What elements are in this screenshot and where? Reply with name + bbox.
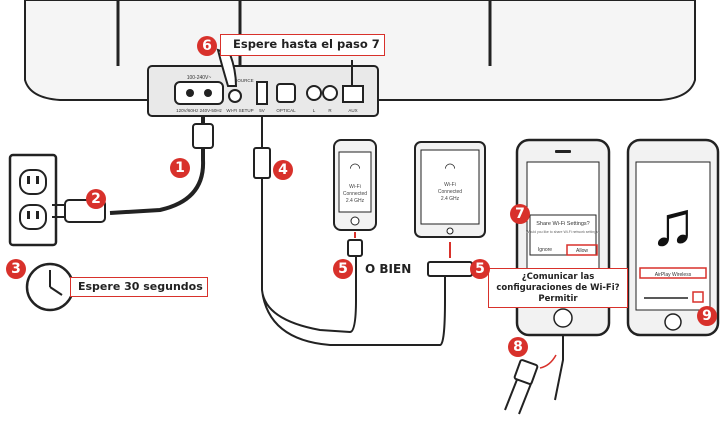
iphone-status-1: Wi-Fi bbox=[349, 184, 361, 190]
optical-port: OPTICAL bbox=[276, 83, 296, 113]
ipad-device: ◠ Wi-Fi Connected 2.4 GHz bbox=[414, 141, 486, 238]
step-badge-6: 6 bbox=[197, 36, 217, 56]
step-badge-7: 7 bbox=[510, 204, 530, 224]
usb-plug-head bbox=[253, 147, 271, 179]
step-badge-5a: 5 bbox=[333, 259, 353, 279]
aux-port-label: AUX bbox=[348, 108, 357, 113]
usb-splitter-cable bbox=[261, 178, 446, 346]
optical-port-label: OPTICAL bbox=[276, 108, 296, 113]
ipad-status-2: Connected bbox=[438, 189, 462, 195]
iphone-music: ♫ AirPlay Wireless bbox=[626, 138, 720, 337]
step-badge-1: 1 bbox=[170, 158, 190, 178]
or-label: O BIEN bbox=[365, 262, 412, 276]
wait-30s-callout: Espere 30 segundos bbox=[70, 277, 208, 297]
setup-button-top-label: SOURCE bbox=[234, 78, 253, 83]
step-badge-4: 4 bbox=[273, 160, 293, 180]
iphone-wifi-icon: ◠ bbox=[349, 160, 360, 175]
ac-cable bbox=[109, 116, 206, 215]
aux-port: AUX bbox=[342, 60, 364, 113]
rca-right-label: R bbox=[328, 108, 332, 113]
iphone-status-3: 2.4 GHz bbox=[346, 198, 365, 204]
usb-port-label: 5V bbox=[259, 108, 265, 113]
dialog-title: Share Wi-Fi Settings? bbox=[536, 221, 590, 227]
setup-button-bottom-label: WI-FI SETUP bbox=[226, 108, 253, 113]
dialog-allow-highlight bbox=[566, 244, 598, 256]
ipad-status-1: Wi-Fi bbox=[444, 182, 456, 188]
wifi-setup-button: SOURCE WI-FI SETUP bbox=[226, 78, 253, 113]
clock-icon bbox=[25, 262, 75, 312]
wait-step7-callout: Espere hasta el paso 7 bbox=[220, 34, 385, 56]
step-badge-3: 3 bbox=[6, 259, 26, 279]
rca-ports: L R bbox=[306, 85, 338, 113]
dialog-ignore: Ignore bbox=[538, 247, 552, 253]
ac-port-top-label: 100-240V~ bbox=[187, 75, 212, 81]
unplug-arrow bbox=[539, 354, 557, 369]
share-wifi-dialog bbox=[529, 214, 597, 256]
dock-connector bbox=[427, 261, 473, 277]
iphone-lightning-cable bbox=[554, 335, 564, 401]
lightning-connector bbox=[347, 239, 363, 257]
iphone-status-2: Connected bbox=[343, 191, 367, 197]
ipad-status-3: 2.4 GHz bbox=[441, 196, 460, 202]
ac-power-port: 100-240V~ 120V/60Hz 240V-50Hz bbox=[174, 75, 224, 113]
rca-left-label: L bbox=[313, 108, 316, 113]
finger-press-icon bbox=[216, 48, 238, 87]
share-settings-callout: ¿Comunicar las configuraciones de Wi-Fi?… bbox=[488, 268, 628, 308]
step-badge-8: 8 bbox=[508, 337, 528, 357]
ac-port-bottom-label: 120V/60Hz 240V-50Hz bbox=[176, 108, 223, 113]
airplay-bar bbox=[639, 267, 707, 279]
step-badge-2: 2 bbox=[86, 189, 106, 209]
ac-plug-head bbox=[192, 123, 214, 149]
ipad-wifi-icon: ◠ bbox=[444, 160, 455, 175]
airplay-label: AirPlay Wireless bbox=[655, 272, 692, 278]
iphone-small: ◠ Wi-Fi Connected 2.4 GHz bbox=[333, 139, 377, 231]
airplay-icon bbox=[692, 291, 704, 303]
step-badge-5b: 5 bbox=[470, 259, 490, 279]
music-note-icon: ♫ bbox=[650, 190, 697, 259]
usb-port: 5V bbox=[256, 81, 268, 113]
dialog-body: Would you like to share Wi-Fi network se… bbox=[526, 230, 600, 234]
dialog-allow: Allow bbox=[576, 248, 588, 254]
step-badge-9: 9 bbox=[697, 306, 717, 326]
